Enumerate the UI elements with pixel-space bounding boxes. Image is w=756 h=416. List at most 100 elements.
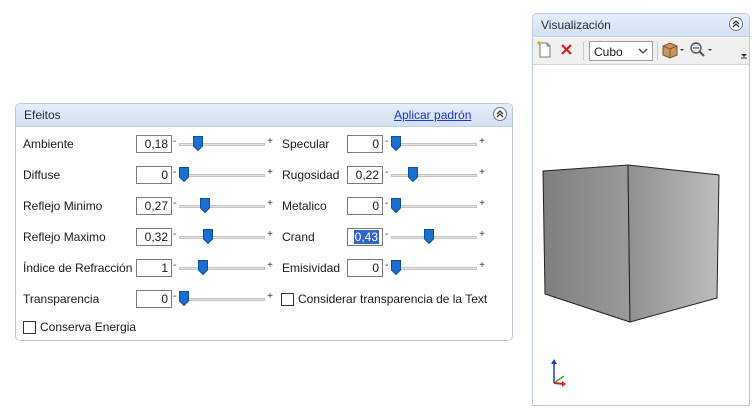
slider-plus: + [479, 167, 485, 178]
left_rows-value-input-4[interactable]: 1 [136, 259, 172, 277]
left_rows-0-slider[interactable]: -+ [173, 135, 273, 153]
overflow-arrow-icon [741, 54, 747, 59]
slider-plus: + [267, 198, 273, 209]
right_rows-label-4: Emisividad [282, 261, 341, 275]
slider-thumb[interactable] [391, 136, 401, 152]
delete-button[interactable] [558, 41, 578, 61]
slider-minus: - [173, 229, 177, 240]
zoom-icon [690, 42, 712, 57]
value-text: 0 [372, 199, 379, 213]
visualization-viewport[interactable] [533, 65, 749, 405]
value-text: 0,22 [355, 168, 379, 182]
efeitos-title: Efeitos [24, 108, 61, 122]
consider-transparency-checkbox[interactable] [281, 293, 294, 306]
left_rows-1-slider[interactable]: -+ [173, 166, 273, 184]
slider-thumb[interactable] [198, 260, 208, 276]
slider-plus: + [479, 229, 485, 240]
left_rows-3-slider[interactable]: -+ [173, 228, 273, 246]
left_rows-value-input-0[interactable]: 0,18 [136, 135, 172, 153]
right_rows-2-slider[interactable]: -+ [385, 197, 485, 215]
right_rows-4-slider[interactable]: -+ [385, 259, 485, 277]
slider-minus: - [385, 260, 389, 271]
axis-gizmo-icon [551, 359, 566, 387]
visualizacion-collapse-button[interactable] [729, 17, 743, 31]
right_rows-value-input-2[interactable]: 0 [347, 197, 383, 215]
visualizacion-title: Visualización [541, 18, 611, 32]
chevron-down-icon [638, 48, 648, 54]
visualizacion-toolbar: Cubo [533, 38, 749, 65]
shape-select-value: Cubo [594, 45, 623, 59]
left_rows-label-3: Reflejo Maximo [23, 230, 106, 244]
right_rows-1-slider[interactable]: -+ [385, 166, 485, 184]
slider-track [179, 143, 265, 146]
slider-thumb[interactable] [179, 167, 189, 183]
left_rows-label-2: Reflejo Minimo [23, 199, 103, 213]
slider-thumb[interactable] [192, 136, 203, 152]
apply-default-link[interactable]: Aplicar padrón [394, 108, 472, 122]
slider-plus: + [267, 167, 273, 178]
material-box-button[interactable] [661, 41, 687, 61]
left_rows-2-slider[interactable]: -+ [173, 197, 273, 215]
left_rows-label-0: Ambiente [23, 137, 74, 151]
slider-thumb[interactable] [179, 291, 189, 307]
value-text: 0,18 [144, 137, 168, 151]
slider-minus: - [385, 198, 389, 209]
toolbar-separator [583, 42, 584, 60]
slider-thumb[interactable] [203, 229, 214, 245]
slider-thumb[interactable] [391, 260, 401, 276]
left_rows-value-input-5[interactable]: 0 [136, 290, 172, 308]
shape-select[interactable]: Cubo [589, 41, 653, 61]
right_rows-label-0: Specular [282, 137, 330, 151]
slider-thumb[interactable] [199, 198, 210, 214]
cube-left-face [542, 164, 631, 323]
slider-minus: - [385, 136, 389, 147]
toolbar-overflow-button[interactable] [739, 46, 749, 60]
slider-plus: + [479, 136, 485, 147]
new-document-button[interactable] [536, 41, 556, 61]
slider-minus: - [173, 198, 177, 209]
right_rows-value-input-0[interactable]: 0 [347, 135, 383, 153]
slider-track [391, 174, 477, 177]
slider-track [391, 236, 477, 239]
left_rows-4-slider[interactable]: -+ [173, 259, 273, 277]
right_rows-label-3: Crand [282, 230, 315, 244]
slider-plus: + [479, 198, 485, 209]
value-text: 0 [161, 292, 168, 306]
slider-thumb[interactable] [407, 167, 418, 183]
efeitos-collapse-button[interactable] [493, 107, 507, 121]
left_rows-value-input-1[interactable]: 0 [136, 166, 172, 184]
right_rows-value-input-3[interactable]: 0,43 [347, 228, 383, 246]
slider-minus: - [385, 229, 389, 240]
left_rows-label-1: Diffuse [23, 168, 61, 182]
toolbar-separator [657, 42, 658, 60]
left_rows-5-slider[interactable]: -+ [173, 290, 273, 308]
value-text: 0 [161, 168, 168, 182]
right_rows-0-slider[interactable]: -+ [385, 135, 485, 153]
left_rows-value-input-3[interactable]: 0,32 [136, 228, 172, 246]
slider-plus: + [267, 136, 273, 147]
cube-right-face [627, 164, 720, 323]
zoom-button[interactable] [689, 41, 715, 61]
chevron-up-double-icon [732, 20, 740, 28]
right_rows-value-input-1[interactable]: 0,22 [347, 166, 383, 184]
slider-plus: + [479, 260, 485, 271]
slider-track [391, 267, 477, 270]
value-text: 0,43 [353, 230, 379, 244]
slider-thumb[interactable] [391, 198, 401, 214]
delete-icon [561, 44, 572, 55]
consider-transparency-label: Considerar transparencia de la Text [298, 292, 488, 306]
conserve-energy-checkbox[interactable] [23, 321, 36, 334]
value-text: 0,27 [144, 199, 168, 213]
right_rows-value-input-4[interactable]: 0 [347, 259, 383, 277]
slider-thumb[interactable] [423, 229, 434, 245]
slider-track [391, 205, 477, 208]
slider-track [179, 267, 265, 270]
slider-minus: - [173, 136, 177, 147]
visualizacion-header: Visualización [533, 14, 749, 37]
right_rows-3-slider[interactable]: -+ [385, 228, 485, 246]
left_rows-value-input-2[interactable]: 0,27 [136, 197, 172, 215]
slider-track [179, 236, 265, 239]
value-text: 0,32 [144, 230, 168, 244]
slider-plus: + [267, 260, 273, 271]
slider-minus: - [173, 291, 177, 302]
